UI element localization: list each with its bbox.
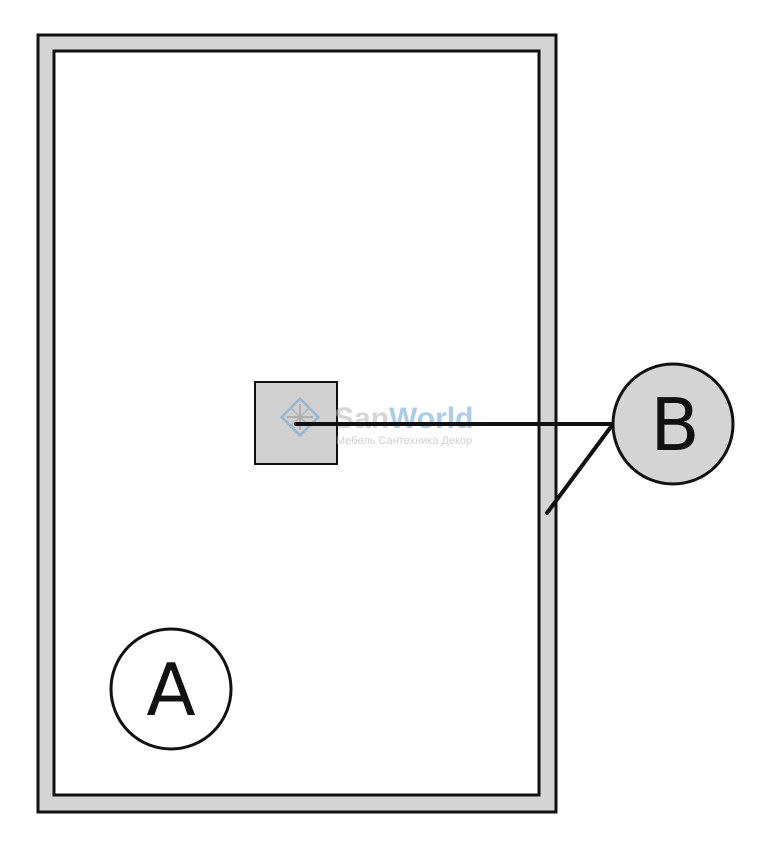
callout-b-circle [611, 362, 735, 486]
watermark: SanWorld Мебель Сантехника Декор [279, 396, 473, 447]
callout-a: A [109, 627, 233, 751]
callout-b-label: B [650, 383, 699, 467]
callout-a-label: A [146, 648, 195, 732]
callout-a-circle [109, 627, 233, 751]
watermark-tagline: Мебель Сантехника Декор [336, 435, 472, 447]
snowflake-diamond-icon [279, 396, 321, 438]
leader-line-b-diagonal [545, 422, 615, 515]
callout-b: B [611, 362, 735, 486]
svg-text:SanWorld: SanWorld [334, 402, 473, 435]
watermark-brand-san: San [334, 402, 389, 435]
watermark-brand-world: World [389, 402, 473, 435]
